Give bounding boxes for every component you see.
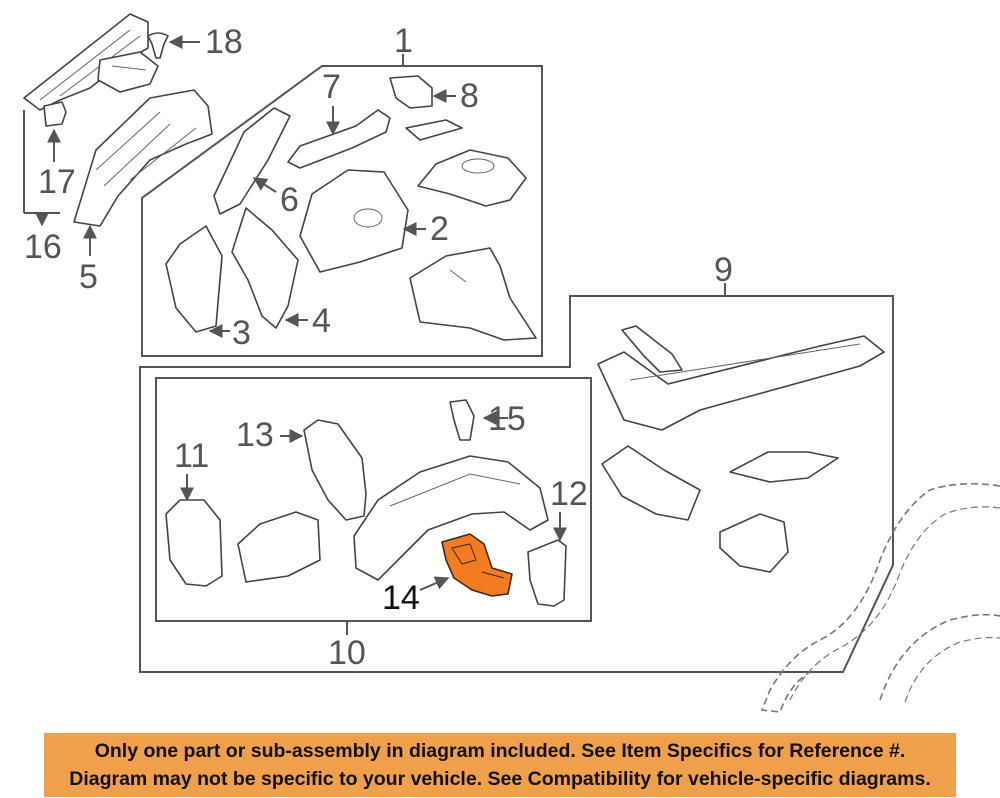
part-6-reinforcement: [213, 107, 291, 215]
part-2-apron: [299, 169, 409, 273]
part-4-panel: [231, 207, 299, 329]
callout-14: 14: [382, 579, 420, 617]
part-small-plate: [405, 119, 463, 141]
callout-12: 12: [550, 475, 588, 513]
parts-diagram: 18 17 16 5 8 7 6 2 3 4: [23, 13, 1000, 713]
leader-14: [419, 576, 450, 591]
leader-16: [23, 110, 60, 225]
part-9-lower-bracket: [601, 445, 701, 521]
fender-outline: [760, 482, 1000, 713]
group-box-9: [139, 295, 894, 673]
group-box-1: [141, 65, 543, 357]
part-10-small-bracket: [237, 511, 321, 583]
callout-5: 5: [79, 258, 98, 296]
callout-10: 10: [328, 634, 366, 672]
part-cowl-bracket: [97, 51, 159, 93]
part-9-plate: [729, 451, 839, 483]
part-12-plate: [527, 539, 567, 607]
part-11-bracket: [165, 499, 223, 587]
callout-13: 13: [236, 416, 274, 454]
callout-4: 4: [312, 302, 331, 340]
callout-3: 3: [232, 314, 251, 352]
part-9-small-block: [719, 513, 789, 573]
leader-6: [252, 177, 277, 193]
callout-17: 17: [38, 163, 76, 201]
part-9-top-bracket: [621, 325, 683, 373]
callout-6: 6: [280, 181, 299, 219]
part-inner-fender: [409, 247, 537, 341]
part-3-bracket: [165, 225, 223, 333]
part-14-highlighted: [441, 533, 513, 597]
part-10-inner-rail: [353, 455, 549, 581]
part-7-rail: [287, 109, 391, 169]
disclaimer-line-2: Diagram may not be specific to your vehi…: [69, 768, 931, 790]
part-9-upper-rail: [597, 335, 885, 431]
disclaimer-banner: Only one part or sub-assembly in diagram…: [44, 733, 956, 797]
callout-2: 2: [430, 210, 449, 248]
part-18-clip: [147, 32, 169, 59]
callout-8: 8: [460, 77, 479, 115]
part-5-wheelhouse-rail: [73, 89, 213, 227]
callout-18: 18: [205, 23, 243, 61]
group-box-10: [155, 377, 592, 622]
callout-9: 9: [714, 251, 733, 289]
part-17-nut: [43, 101, 67, 127]
part-15-clip: [449, 399, 475, 441]
callout-16: 16: [24, 228, 62, 266]
callout-11: 11: [174, 437, 209, 475]
callout-1: 1: [394, 22, 413, 60]
callout-7: 7: [322, 68, 341, 106]
part-13-brace: [303, 419, 367, 521]
part-8-bracket: [389, 75, 433, 109]
disclaimer-line-1: Only one part or sub-assembly in diagram…: [94, 740, 906, 762]
part-strut-tower: [417, 149, 527, 207]
